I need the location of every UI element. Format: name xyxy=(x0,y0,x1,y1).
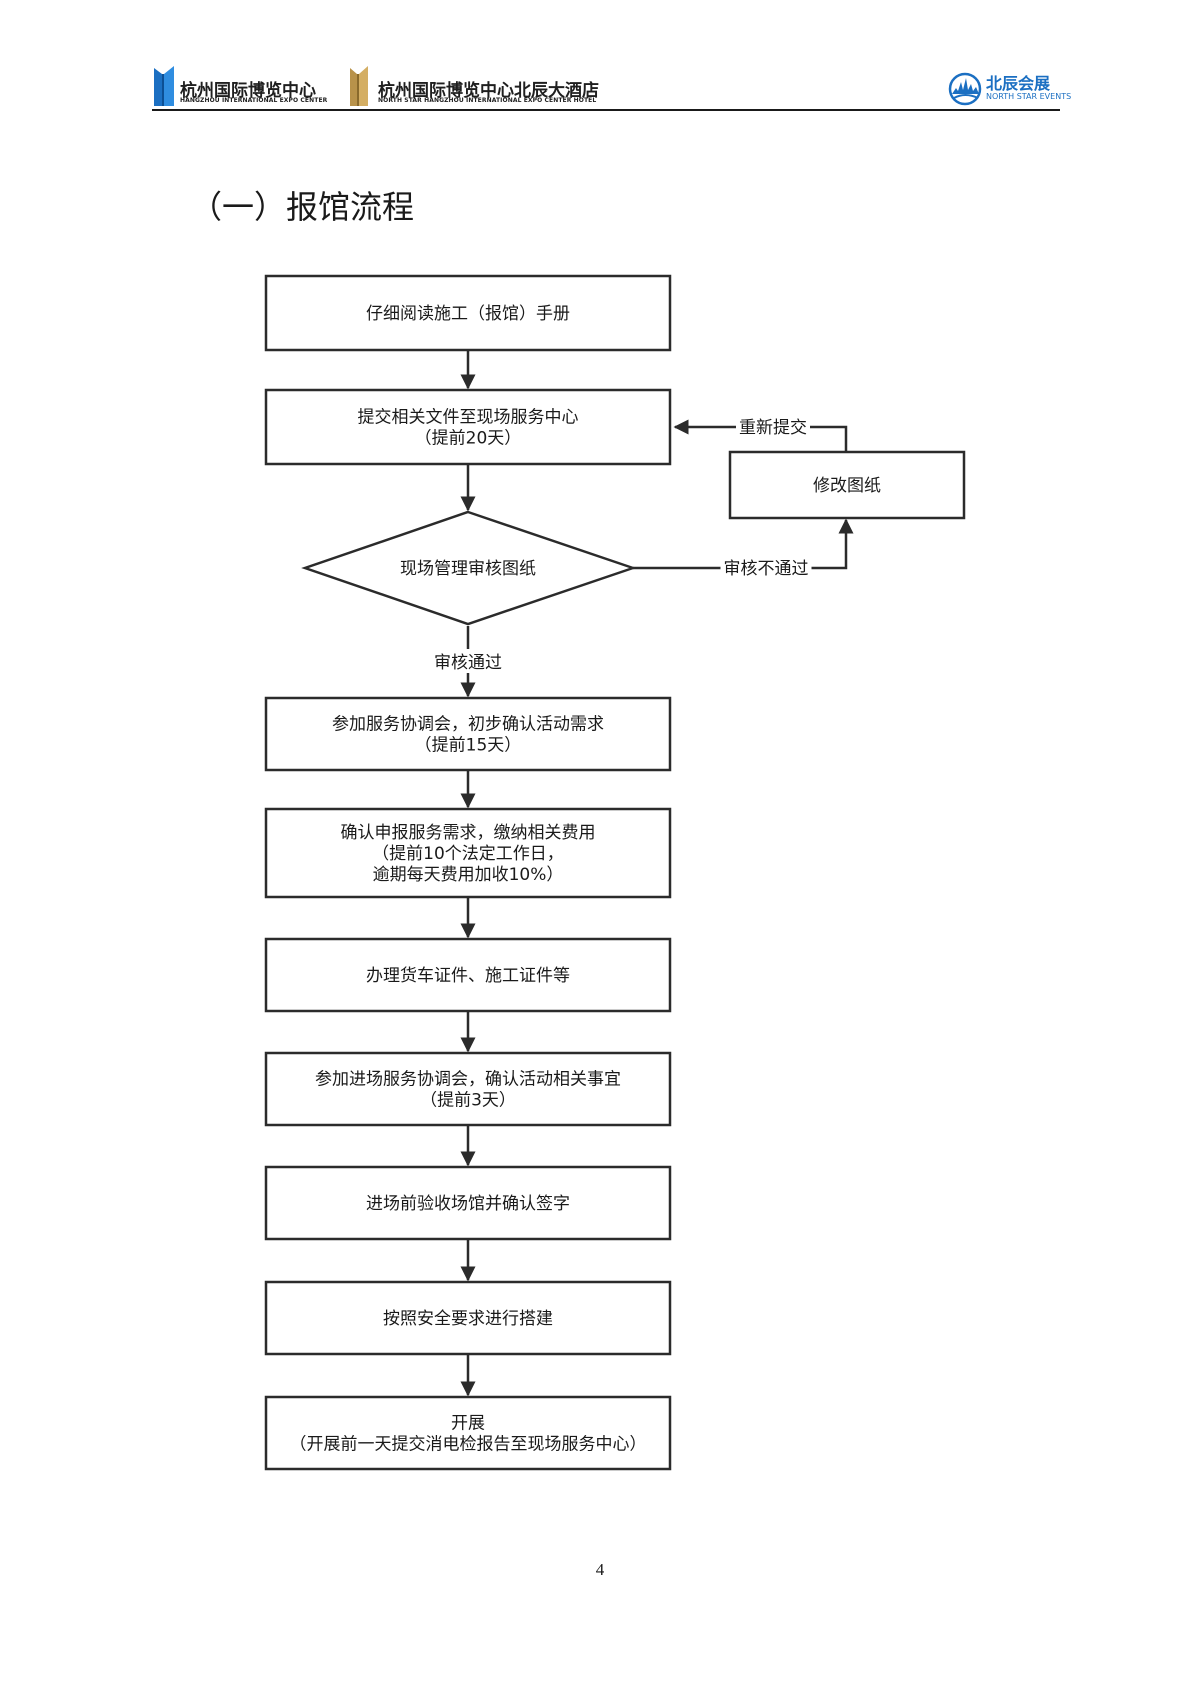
step-service-meeting-line-1: 参加服务协调会，初步确认活动需求 xyxy=(332,715,604,735)
logo-hangzhou-expo-center: 杭州国际博览中心 HANGZHOU INTERNATIONAL EXPO CEN… xyxy=(152,64,342,108)
step-venue-inspection-line-1: 进场前验收场馆并确认签字 xyxy=(366,1194,570,1214)
step-service-meeting-shape xyxy=(264,696,672,772)
edge-label-fail: 审核不通过 xyxy=(724,559,809,579)
step-move-in-meeting-line-1: 参加进场服务协调会，确认活动相关事宜 xyxy=(315,1070,621,1090)
logo-north-star-events: 北辰会展 NORTH STAR EVENTS xyxy=(948,70,1071,108)
logo1-title: 杭州国际博览中心 xyxy=(180,81,316,101)
step-read-manual-line-1: 仔细阅读施工（报馆）手册 xyxy=(366,304,570,324)
step-revise-drawings-shape xyxy=(728,450,966,520)
section-title: （一）报馆流程 xyxy=(190,188,415,226)
edge-label-pass: 审核通过 xyxy=(434,653,502,673)
edge-label-resubmit-bg xyxy=(736,414,810,438)
step-confirm-and-pay: 确认申报服务需求，缴纳相关费用（提前10个法定工作日，逾期每天费用加收10%） xyxy=(264,807,672,899)
step-safe-construction-shape xyxy=(264,1280,672,1356)
arrow-fix-to-n2 xyxy=(673,419,848,452)
expo-center-emblem-icon xyxy=(154,66,174,106)
step-move-in-meeting-line-2: （提前3天） xyxy=(420,1091,516,1111)
edge-label-pass-bg xyxy=(431,649,505,673)
header-divider xyxy=(152,109,1060,111)
logo3-subtitle: NORTH STAR EVENTS xyxy=(986,92,1072,101)
logo2-subtitle: NORTH STAR HANGZHOU INTERNATIONAL EXPO C… xyxy=(378,97,597,104)
step-venue-inspection-shape xyxy=(264,1165,672,1241)
logo3-title: 北辰会展 xyxy=(986,74,1051,93)
step-open-exhibition: 开展（开展前一天提交消电检报告至现场服务中心） xyxy=(264,1395,672,1471)
step-venue-inspection: 进场前验收场馆并确认签字 xyxy=(264,1165,672,1241)
step-apply-permits-line-1: 办理货车证件、施工证件等 xyxy=(366,966,570,986)
logo-north-star-hotel: 杭州国际博览中心北辰大酒店 NORTH STAR HANGZHOU INTERN… xyxy=(348,64,628,108)
step-apply-permits-shape xyxy=(264,937,672,1013)
step-confirm-and-pay-line-2: （提前10个法定工作日， xyxy=(372,844,564,864)
step-service-meeting: 参加服务协调会，初步确认活动需求（提前15天） xyxy=(264,696,672,772)
step-revise-drawings-line-1: 修改图纸 xyxy=(813,476,881,496)
step-open-exhibition-line-2: （开展前一天提交消电检报告至现场服务中心） xyxy=(290,1435,647,1455)
step-confirm-and-pay-line-3: 逾期每天费用加收10%） xyxy=(373,865,564,885)
step-submit-documents-shape xyxy=(264,388,672,466)
step-confirm-and-pay-line-1: 确认申报服务需求，缴纳相关费用 xyxy=(341,823,596,843)
step-move-in-meeting: 参加进场服务协调会，确认活动相关事宜（提前3天） xyxy=(264,1051,672,1127)
edge-label-resubmit: 重新提交 xyxy=(739,418,807,438)
step-safe-construction-line-1: 按照安全要求进行搭建 xyxy=(383,1309,553,1329)
step-revise-drawings: 修改图纸 xyxy=(728,450,966,520)
step-confirm-and-pay-shape xyxy=(264,807,672,899)
step-move-in-meeting-shape xyxy=(264,1051,672,1127)
step-submit-documents-line-2: （提前20天） xyxy=(415,429,522,449)
step-open-exhibition-line-1: 开展 xyxy=(451,1414,485,1434)
step-apply-permits: 办理货车证件、施工证件等 xyxy=(264,937,672,1013)
step-read-manual-shape xyxy=(264,274,672,352)
decision-review-drawings: 现场管理审核图纸 xyxy=(301,510,637,626)
page-number: 4 xyxy=(595,1560,605,1579)
logo2-title: 杭州国际博览中心北辰大酒店 xyxy=(378,81,599,101)
decision-review-drawings-shape xyxy=(301,510,637,626)
north-star-events-globe-icon xyxy=(948,72,982,106)
step-safe-construction: 按照安全要求进行搭建 xyxy=(264,1280,672,1356)
logo1-subtitle: HANGZHOU INTERNATIONAL EXPO CENTER xyxy=(180,97,328,104)
arrow-decision-to-fix xyxy=(633,518,854,570)
step-service-meeting-line-2: （提前15天） xyxy=(415,736,522,756)
step-submit-documents: 提交相关文件至现场服务中心（提前20天） xyxy=(264,388,672,466)
step-read-manual: 仔细阅读施工（报馆）手册 xyxy=(264,274,672,352)
hotel-emblem-icon xyxy=(350,66,368,106)
step-open-exhibition-shape xyxy=(264,1395,672,1471)
edge-label-fail-bg xyxy=(720,555,812,579)
step-submit-documents-line-1: 提交相关文件至现场服务中心 xyxy=(358,408,579,428)
decision-review-drawings-line-1: 现场管理审核图纸 xyxy=(400,559,536,579)
